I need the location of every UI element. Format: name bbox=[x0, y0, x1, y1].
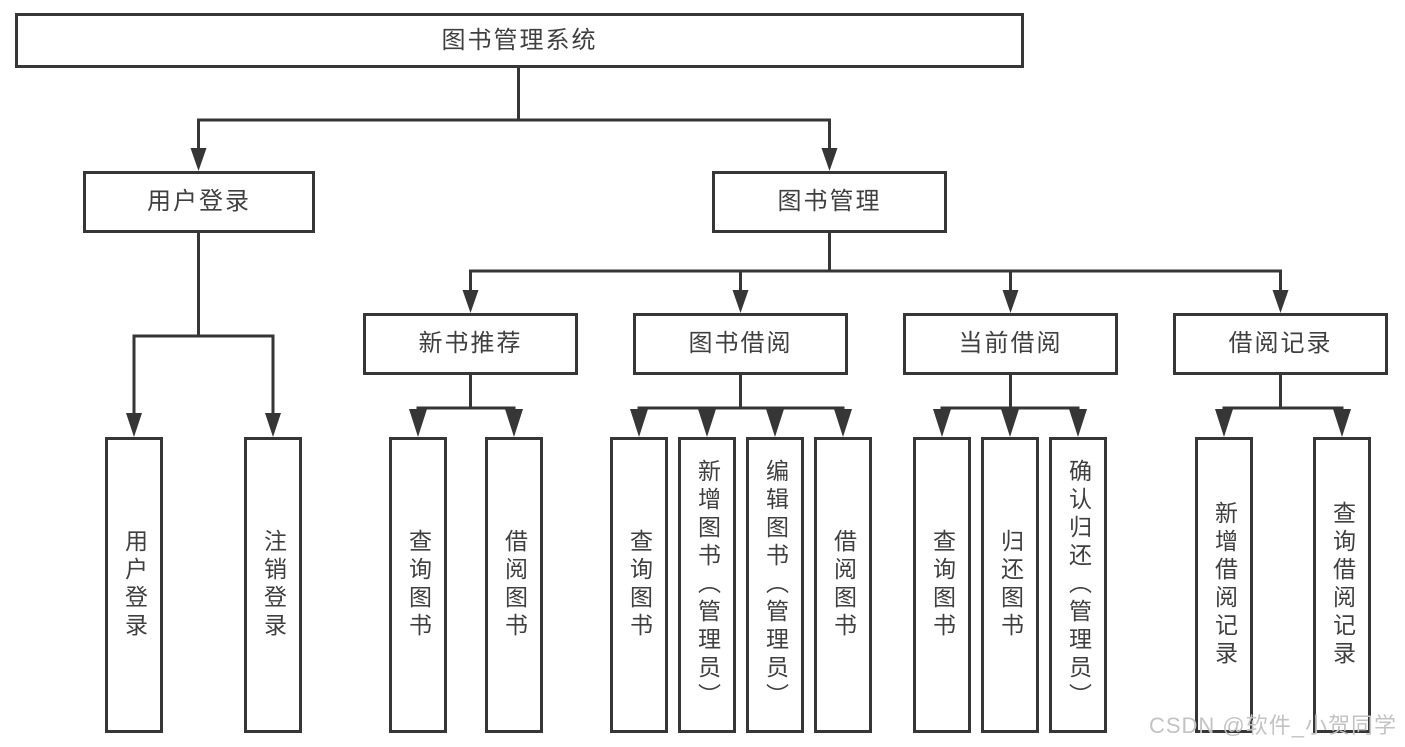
node-book-borrowing: 图书借阅 bbox=[633, 313, 848, 375]
connector-userlogin-to-leaves bbox=[132, 232, 275, 418]
leaf-current-return-books: 归还图书 bbox=[981, 437, 1039, 733]
node-label: 图书借阅 bbox=[688, 330, 793, 357]
leaf-borrowing-edit-books-admin: 编辑图书（管理员） bbox=[746, 437, 804, 733]
node-label: 新增借阅记录 bbox=[1211, 501, 1238, 669]
csdn-watermark: CSDN @软件_小贺同学 bbox=[1148, 713, 1397, 738]
leaf-borrowing-add-books-admin: 新增图书（管理员） bbox=[678, 437, 736, 733]
node-label: 借阅图书 bbox=[830, 529, 857, 641]
leaf-records-query-borrow-record: 查询借阅记录 bbox=[1313, 437, 1371, 733]
node-borrowing-records: 借阅记录 bbox=[1173, 313, 1388, 375]
node-label: 用户登录 bbox=[121, 529, 148, 641]
leaf-current-confirm-return-admin: 确认归还（管理员） bbox=[1049, 437, 1107, 733]
node-label: 确认归还（管理员） bbox=[1065, 459, 1092, 711]
arrowheads-leaves bbox=[409, 409, 1351, 437]
leaf-borrowing-borrow-books: 借阅图书 bbox=[814, 437, 872, 733]
arrowheads-level3 bbox=[462, 290, 1289, 313]
leaf-current-query-books: 查询图书 bbox=[913, 437, 971, 733]
leaf-records-add-borrow-record: 新增借阅记录 bbox=[1195, 437, 1253, 733]
connector-level3-to-leaves bbox=[416, 375, 1344, 410]
node-new-book-recommendation: 新书推荐 bbox=[363, 313, 578, 375]
node-label: 查询图书 bbox=[626, 529, 653, 641]
node-label: 归还图书 bbox=[997, 529, 1024, 641]
connector-bookmgmt-to-level3 bbox=[469, 232, 1282, 295]
node-library-management-system: 图书管理系统 bbox=[15, 13, 1024, 68]
connector-root-to-level2 bbox=[197, 67, 831, 154]
leaf-newbook-borrow-books: 借阅图书 bbox=[485, 437, 543, 733]
node-label: 查询借阅记录 bbox=[1329, 501, 1356, 669]
node-label: 新书推荐 bbox=[418, 330, 523, 357]
node-user-login: 用户登录 bbox=[83, 171, 315, 233]
node-book-management: 图书管理 bbox=[712, 171, 947, 233]
node-label: 注销登录 bbox=[260, 529, 287, 641]
node-label: 新增图书（管理员） bbox=[694, 459, 721, 711]
leaf-borrowing-query-books: 查询图书 bbox=[610, 437, 668, 733]
arrowheads-level2 bbox=[190, 148, 838, 171]
node-label: 当前借阅 bbox=[958, 330, 1063, 357]
leaf-newbook-query-books: 查询图书 bbox=[389, 437, 447, 733]
node-label: 用户登录 bbox=[147, 188, 251, 215]
node-label: 图书管理 bbox=[777, 188, 882, 215]
node-current-borrowing: 当前借阅 bbox=[903, 313, 1118, 375]
node-label: 图书管理系统 bbox=[441, 26, 598, 54]
arrowheads-userlogin-leaves bbox=[126, 413, 281, 437]
node-label: 编辑图书（管理员） bbox=[762, 459, 789, 711]
leaf-logout-login: 注销登录 bbox=[244, 437, 302, 733]
node-label: 查询图书 bbox=[929, 529, 956, 641]
node-label: 查询图书 bbox=[405, 529, 432, 641]
leaf-user-login: 用户登录 bbox=[105, 437, 163, 733]
node-label: 借阅记录 bbox=[1228, 330, 1333, 357]
node-label: 借阅图书 bbox=[501, 529, 528, 641]
